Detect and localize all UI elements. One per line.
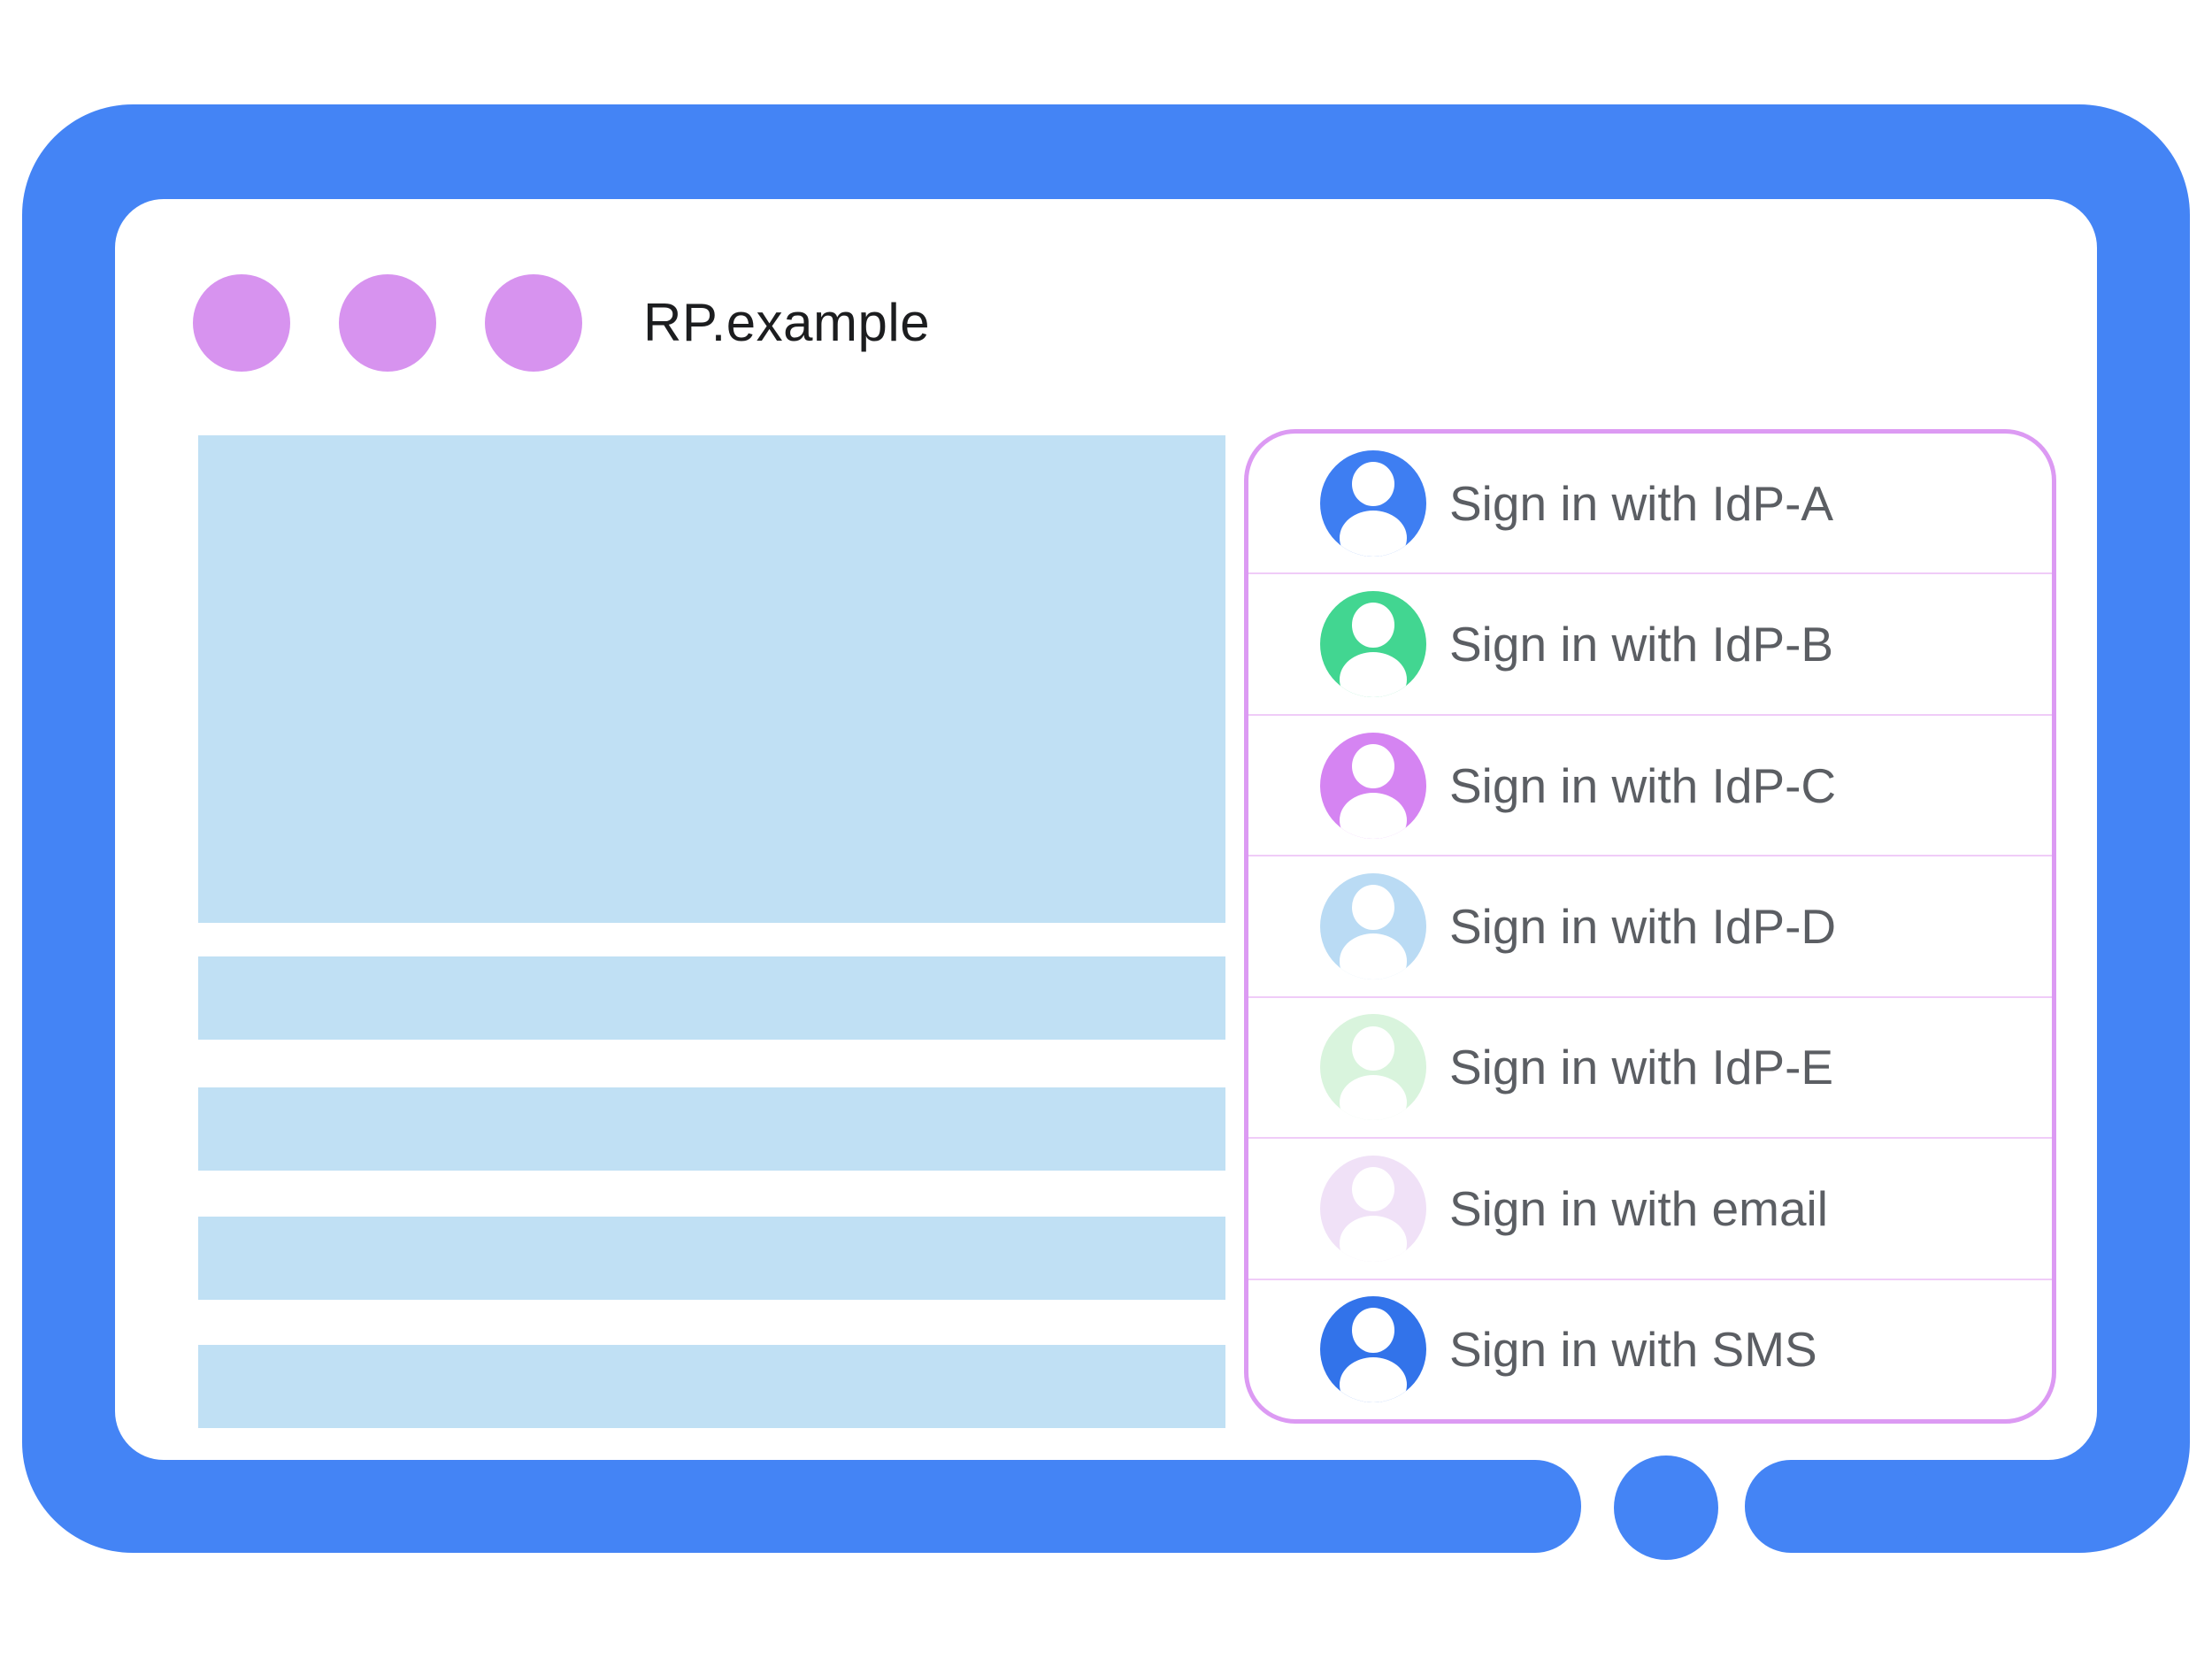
signin-option-row[interactable]: Sign in with email [1248, 1139, 2052, 1280]
content-placeholder-bar [198, 1345, 1225, 1428]
signin-option-row[interactable]: Sign in with SMS [1248, 1280, 2052, 1419]
person-icon [1320, 449, 1426, 557]
window-control-icon[interactable] [339, 274, 436, 372]
signin-option-row[interactable]: Sign in with IdP-B [1248, 574, 2052, 716]
person-icon [1320, 1014, 1426, 1121]
content-placeholder-bar [198, 1217, 1225, 1300]
signin-option-row[interactable]: Sign in with IdP-C [1248, 716, 2052, 857]
bezel-bar-right-cap [1745, 1460, 1928, 1553]
signin-option-label: Sign in with IdP-B [1449, 617, 1834, 672]
signin-option-row[interactable]: Sign in with IdP-D [1248, 856, 2052, 998]
person-icon [1320, 591, 1426, 698]
signin-option-row[interactable]: Sign in with IdP-A [1248, 434, 2052, 575]
content-placeholder-hero [198, 435, 1225, 923]
content-placeholder-bar [198, 1087, 1225, 1171]
signin-option-label: Sign in with IdP-A [1449, 475, 1834, 531]
signin-option-label: Sign in with SMS [1449, 1322, 1817, 1378]
person-icon [1320, 872, 1426, 979]
page-title: RP.example [643, 293, 931, 352]
bezel-bar-left-cap [1398, 1460, 1581, 1553]
signin-option-label: Sign in with IdP-D [1449, 898, 1837, 954]
signin-option-label: Sign in with IdP-E [1449, 1040, 1834, 1095]
content-placeholder-bar [198, 956, 1225, 1040]
window-control-icon[interactable] [193, 274, 290, 372]
home-button[interactable] [1614, 1455, 1718, 1560]
signin-option-label: Sign in with IdP-C [1449, 757, 1837, 813]
signin-chooser-panel: Sign in with IdP-A Sign in with IdP-B Si… [1244, 429, 2056, 1424]
signin-option-row[interactable]: Sign in with IdP-E [1248, 998, 2052, 1140]
person-icon [1320, 732, 1426, 839]
signin-option-label: Sign in with email [1449, 1180, 1828, 1236]
person-icon [1320, 1296, 1426, 1403]
window-control-icon[interactable] [485, 274, 582, 372]
person-icon [1320, 1155, 1426, 1262]
